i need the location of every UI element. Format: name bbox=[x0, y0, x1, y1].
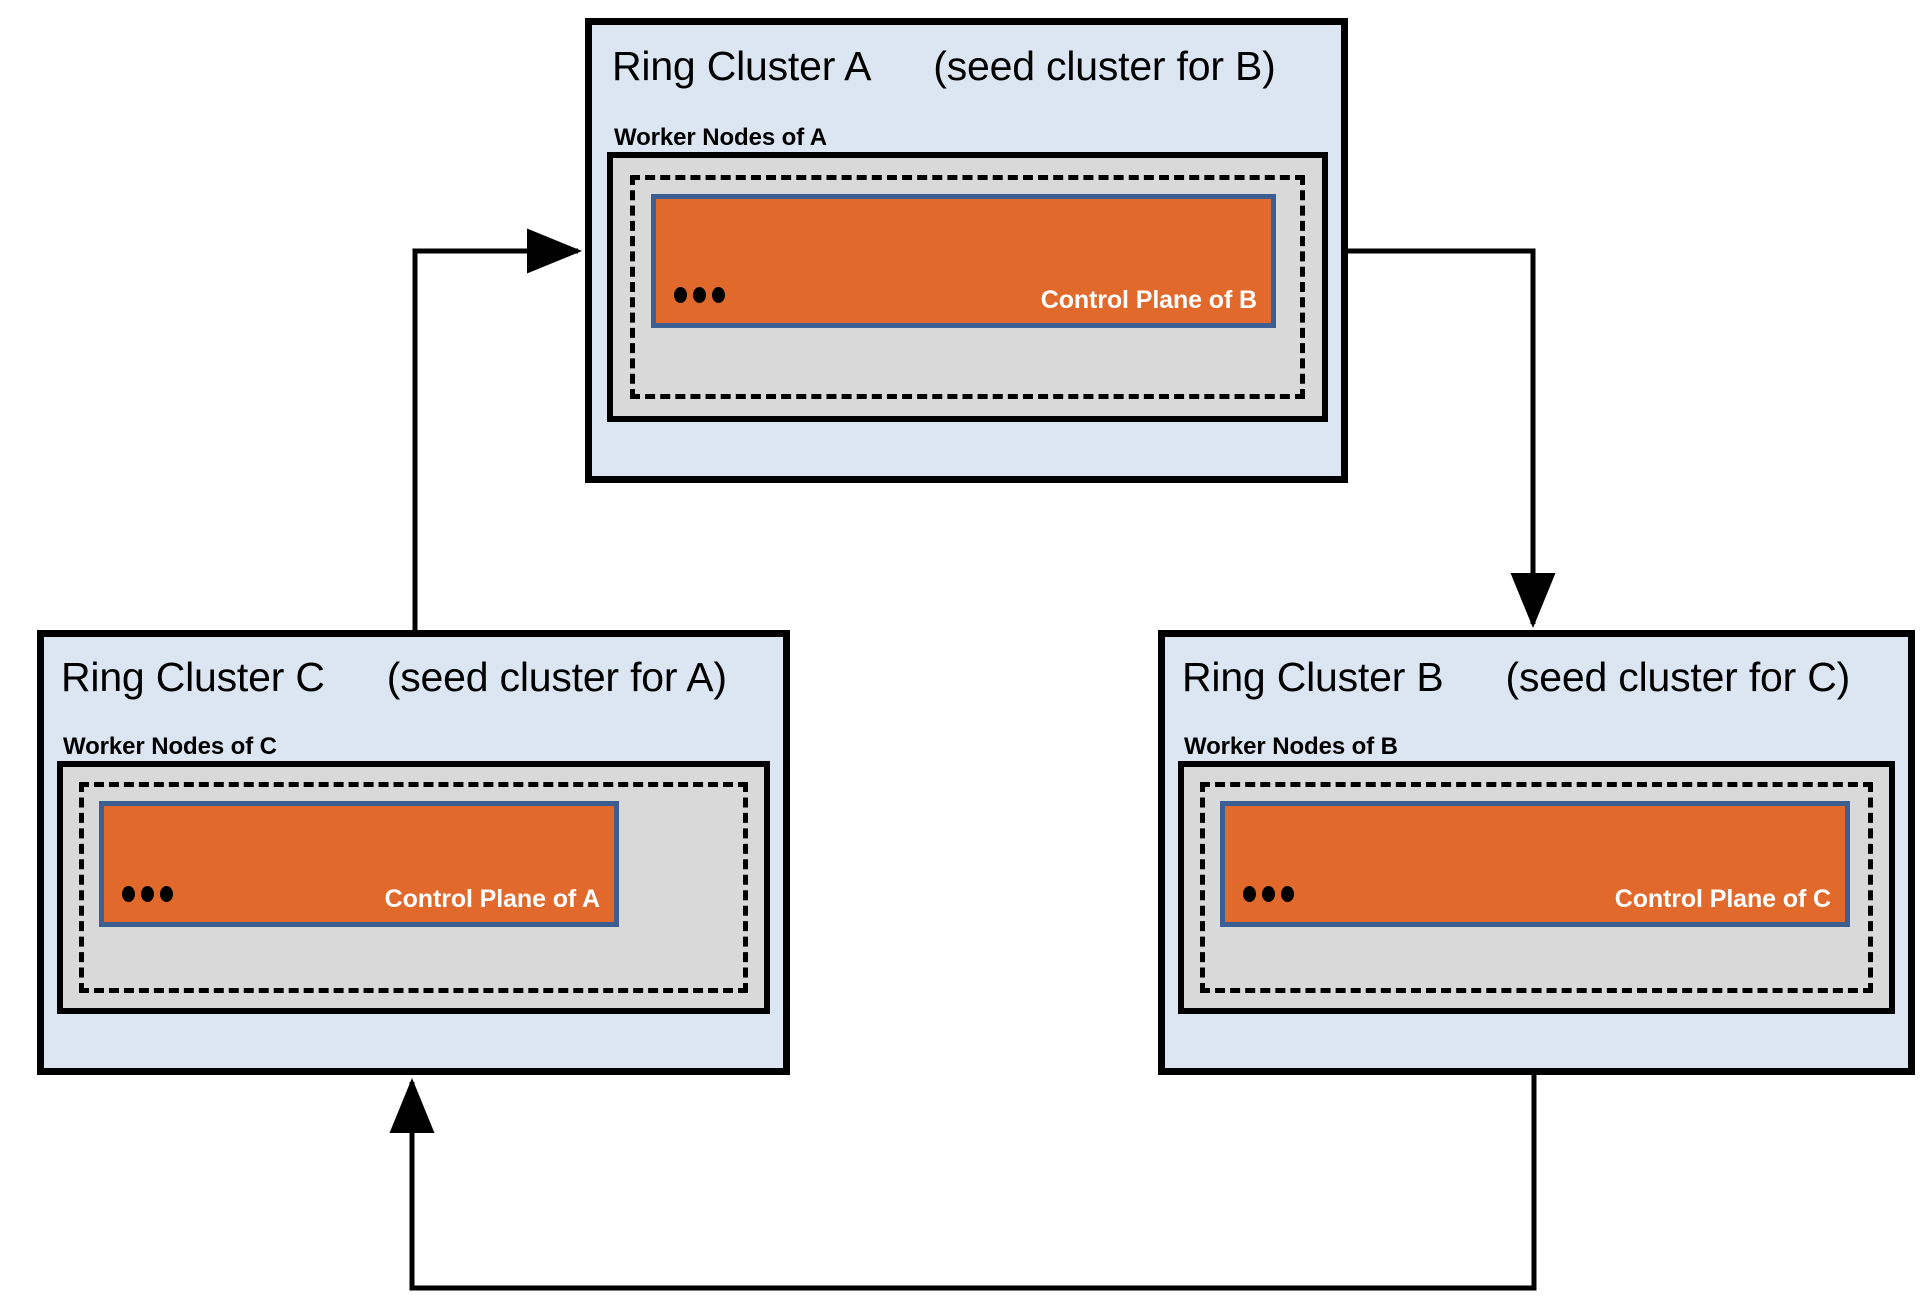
cluster-c-name: Ring Cluster C bbox=[61, 654, 325, 700]
cluster-c-control-plane[interactable]: Control Plane of A bbox=[99, 801, 619, 927]
cluster-a-title: Ring Cluster A (seed cluster for B) bbox=[612, 43, 1276, 90]
cluster-b-more-nodes-ellipsis-icon bbox=[1243, 886, 1294, 902]
cluster-b-worker-label: Worker Nodes of B bbox=[1184, 733, 1398, 760]
cluster-a-more-nodes-ellipsis-icon bbox=[674, 287, 725, 303]
cluster-b-name: Ring Cluster B bbox=[1182, 654, 1444, 700]
cluster-c-seed-note: (seed cluster for A) bbox=[386, 654, 727, 700]
cluster-c[interactable]: Ring Cluster C (seed cluster for A) Worke… bbox=[37, 630, 790, 1075]
cluster-b-title: Ring Cluster B (seed cluster for C) bbox=[1182, 654, 1850, 701]
cluster-c-title: Ring Cluster C (seed cluster for A) bbox=[61, 654, 727, 701]
cluster-a-seed-note: (seed cluster for B) bbox=[933, 43, 1276, 89]
arrow-a-to-b bbox=[1348, 248, 1556, 629]
cluster-a-control-plane-label: Control Plane of B bbox=[1040, 286, 1257, 314]
cluster-c-dashed-boundary bbox=[79, 782, 748, 993]
cluster-b-seed-note: (seed cluster for C) bbox=[1505, 654, 1851, 700]
cluster-a-control-plane[interactable]: Control Plane of B bbox=[651, 194, 1276, 328]
arrow-b-to-c bbox=[389, 1075, 1537, 1291]
cluster-c-worker-box[interactable]: Control Plane of A bbox=[57, 761, 770, 1014]
cluster-a-name: Ring Cluster A bbox=[612, 43, 872, 89]
cluster-b[interactable]: Ring Cluster B (seed cluster for C) Worke… bbox=[1158, 630, 1915, 1075]
arrow-c-to-a bbox=[412, 228, 583, 630]
cluster-b-control-plane-label: Control Plane of C bbox=[1614, 885, 1831, 913]
cluster-b-control-plane[interactable]: Control Plane of C bbox=[1220, 801, 1850, 927]
cluster-c-worker-label: Worker Nodes of C bbox=[63, 733, 277, 760]
cluster-b-worker-box[interactable]: Control Plane of C bbox=[1178, 761, 1895, 1014]
cluster-c-control-plane-label: Control Plane of A bbox=[384, 885, 600, 913]
cluster-b-dashed-boundary bbox=[1200, 782, 1873, 993]
cluster-a[interactable]: Ring Cluster A (seed cluster for B) Worke… bbox=[585, 18, 1348, 483]
cluster-a-dashed-boundary bbox=[630, 175, 1305, 399]
cluster-c-more-nodes-ellipsis-icon bbox=[122, 886, 173, 902]
cluster-a-worker-label: Worker Nodes of A bbox=[614, 124, 827, 151]
cluster-a-worker-box[interactable]: Control Plane of B bbox=[607, 152, 1328, 422]
